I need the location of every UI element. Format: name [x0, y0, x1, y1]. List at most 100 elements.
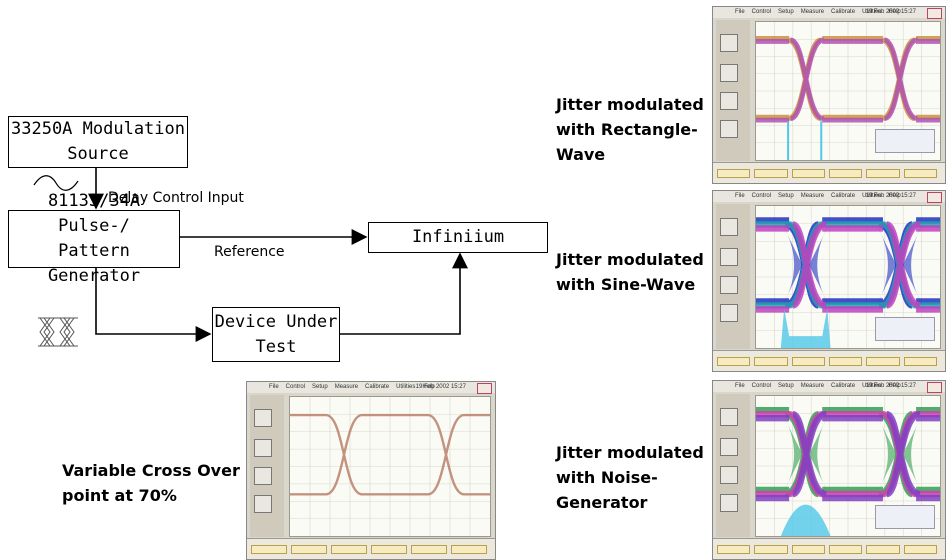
- signal-to-dut-arrow: [95, 268, 212, 342]
- scope-side-key[interactable]: [720, 304, 738, 322]
- scope-screenshot-rectangle: File Control Setup Measure Calibrate Utilitie…: [712, 6, 946, 184]
- scope-window-button[interactable]: [927, 382, 942, 393]
- scope-menu-item[interactable]: File: [735, 9, 745, 15]
- scope-menu-item[interactable]: Utilities: [396, 384, 416, 390]
- scope-side-panel: [716, 204, 750, 349]
- scope-status-field[interactable]: [717, 545, 751, 554]
- scope-status-field[interactable]: [829, 169, 863, 178]
- scope-screenshot-sine: File Control Setup Measure Calibrate Utilitie…: [712, 190, 946, 372]
- modulation-source-line2: Source: [67, 144, 129, 164]
- scope-side-key[interactable]: [720, 218, 738, 236]
- scope-status-field[interactable]: [251, 545, 287, 554]
- scope-menu-item[interactable]: Measure: [800, 9, 825, 15]
- scope-menu-item[interactable]: Setup: [778, 193, 794, 199]
- scope-menu-item[interactable]: File: [269, 384, 279, 390]
- scope-status-field[interactable]: [371, 545, 407, 554]
- scope-side-key[interactable]: [254, 439, 272, 457]
- scope-menu-item[interactable]: Control: [751, 193, 772, 199]
- scope-status-field[interactable]: [829, 357, 863, 366]
- caption-crossover-line2: point at 70%: [62, 486, 177, 505]
- scope-menu-item[interactable]: Utilities: [862, 383, 882, 389]
- scope-status-field[interactable]: [866, 169, 900, 178]
- scope-status-field[interactable]: [717, 357, 751, 366]
- scope-menu-item[interactable]: File: [735, 193, 745, 199]
- scope-side-key[interactable]: [254, 467, 272, 485]
- scope-side-key[interactable]: [720, 276, 738, 294]
- scope-side-key[interactable]: [720, 466, 738, 484]
- scope-menu-item[interactable]: Utilities: [862, 193, 882, 199]
- scope-status-field[interactable]: [754, 169, 788, 178]
- scope-side-key[interactable]: [720, 92, 738, 110]
- scope-side-key[interactable]: [720, 34, 738, 52]
- dut-line1: Device Under: [214, 311, 338, 332]
- scope-menu-item[interactable]: Setup: [778, 9, 794, 15]
- infiniium-box: Infiniium: [368, 222, 548, 253]
- scope-menu-item[interactable]: Help: [422, 384, 435, 390]
- scope-menu-item[interactable]: Help: [888, 193, 901, 199]
- scope-menu-item[interactable]: File: [735, 383, 745, 389]
- scope-status-field[interactable]: [866, 357, 900, 366]
- scope-status-field[interactable]: [866, 545, 900, 554]
- scope-side-key[interactable]: [254, 495, 272, 513]
- dut-line2: Test: [255, 336, 297, 357]
- pulse-generator-line2: Pattern Generator: [47, 241, 141, 286]
- scope-window-button[interactable]: [477, 383, 492, 394]
- scope-menu-bar: File Control Setup Measure Calibrate Utilitie…: [713, 381, 945, 392]
- scope-menu-item[interactable]: Calibrate: [831, 383, 856, 389]
- caption-noise: Jitter modulated with Noise- Generator: [556, 440, 704, 515]
- scope-window-button[interactable]: [927, 8, 942, 19]
- scope-status-field[interactable]: [791, 545, 825, 554]
- scope-date: 19 Feb 2002 15:27: [865, 383, 916, 389]
- scope-status-field[interactable]: [903, 357, 937, 366]
- scope-menu-item[interactable]: Control: [285, 384, 306, 390]
- scope-status-field[interactable]: [829, 545, 863, 554]
- scope-date: 19 Feb 2002 15:27: [865, 193, 916, 199]
- scope-date: 19 Feb 2002 15:27: [865, 9, 916, 15]
- scope-status-field[interactable]: [754, 357, 788, 366]
- scope-menu-bar: File Control Setup Measure Calibrate Utilitie…: [247, 382, 495, 393]
- delay-control-label: Delay Control Input: [108, 190, 244, 206]
- scope-menu-item[interactable]: Measure: [800, 383, 825, 389]
- scope-menu-item[interactable]: Control: [751, 383, 772, 389]
- scope-side-panel: [250, 395, 284, 537]
- scope-side-key[interactable]: [720, 494, 738, 512]
- scope-status-field[interactable]: [903, 169, 937, 178]
- scope-status-field[interactable]: [291, 545, 327, 554]
- scope-menu-item[interactable]: Utilities: [862, 9, 882, 15]
- scope-status-field[interactable]: [791, 169, 825, 178]
- scope-menu-item[interactable]: Calibrate: [365, 384, 390, 390]
- scope-status-field[interactable]: [903, 545, 937, 554]
- caption-crossover-line1: Variable Cross Over: [62, 461, 240, 480]
- scope-side-key[interactable]: [720, 120, 738, 138]
- dut-to-infiniium-arrow: [340, 252, 468, 335]
- scope-menu-item[interactable]: Help: [888, 9, 901, 15]
- scope-window-button[interactable]: [927, 192, 942, 203]
- scope-screenshot-crossover: File Control Setup Measure Calibrate Utilitie…: [246, 381, 496, 560]
- scope-status-field[interactable]: [754, 545, 788, 554]
- scope-side-key[interactable]: [254, 409, 272, 427]
- scope-status-bar: [713, 350, 945, 371]
- caption-crossover: Variable Cross Over point at 70%: [62, 458, 240, 508]
- scope-menu-item[interactable]: Measure: [334, 384, 359, 390]
- scope-menu-item[interactable]: Control: [751, 9, 772, 15]
- data-pattern-icon: [38, 317, 78, 347]
- scope-menu-item[interactable]: Help: [888, 383, 901, 389]
- scope-side-key[interactable]: [720, 438, 738, 456]
- scope-menu-item[interactable]: Setup: [778, 383, 794, 389]
- scope-status-bar: [247, 538, 495, 559]
- scope-side-key[interactable]: [720, 248, 738, 266]
- scope-status-field[interactable]: [717, 169, 751, 178]
- scope-menu-item[interactable]: Setup: [312, 384, 328, 390]
- scope-status-field[interactable]: [791, 357, 825, 366]
- scope-side-key[interactable]: [720, 64, 738, 82]
- scope-side-key[interactable]: [720, 408, 738, 426]
- scope-status-field[interactable]: [411, 545, 447, 554]
- scope-menu-item[interactable]: Calibrate: [831, 9, 856, 15]
- scope-status-field[interactable]: [331, 545, 367, 554]
- caption-noise-line2: with Noise-: [556, 468, 658, 487]
- modulation-source-line1: 33250A Modulation: [11, 119, 185, 139]
- scope-menu-item[interactable]: Measure: [800, 193, 825, 199]
- dut-box: Device Under Test: [212, 307, 340, 362]
- scope-status-field[interactable]: [451, 545, 487, 554]
- scope-menu-item[interactable]: Calibrate: [831, 193, 856, 199]
